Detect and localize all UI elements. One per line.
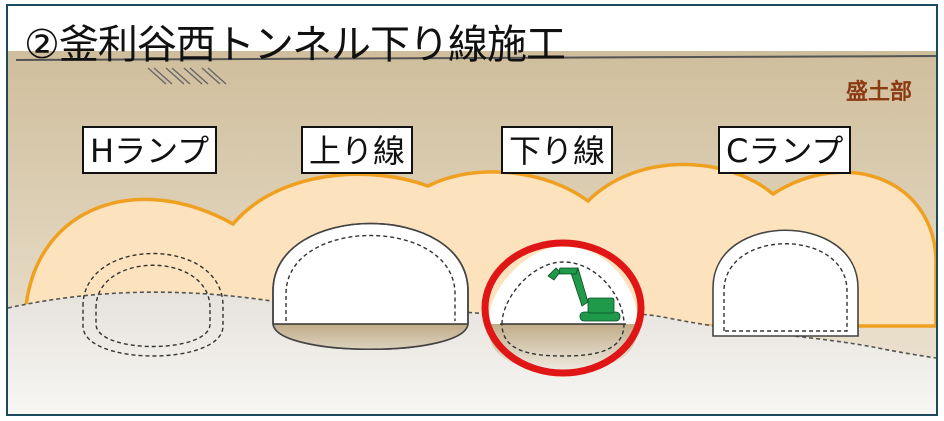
title-underline (15, 55, 936, 61)
page-title: ②釜利谷西トンネル下り線施工 (24, 22, 566, 68)
up-line-label: 上り線 (301, 126, 414, 174)
fill-section-label: 盛土部 (845, 80, 912, 105)
lower-ground (8, 292, 936, 414)
highlight-circle (481, 239, 645, 377)
excavator-icon (547, 267, 621, 322)
tunnel-h-ramp (82, 252, 224, 357)
tunnel-down-line (488, 246, 638, 370)
tunnel-c-ramp (712, 229, 859, 337)
down-line-label: 下り線 (501, 126, 614, 174)
hatch-marks (147, 67, 227, 85)
h-ramp-label: Hランプ (82, 126, 218, 174)
c-ramp-label: Cランプ (718, 126, 852, 174)
diagram-frame: ②釜利谷西トンネル下り線施工 盛土部 Hランプ 上り線 下り線 Cランプ (6, 4, 938, 416)
